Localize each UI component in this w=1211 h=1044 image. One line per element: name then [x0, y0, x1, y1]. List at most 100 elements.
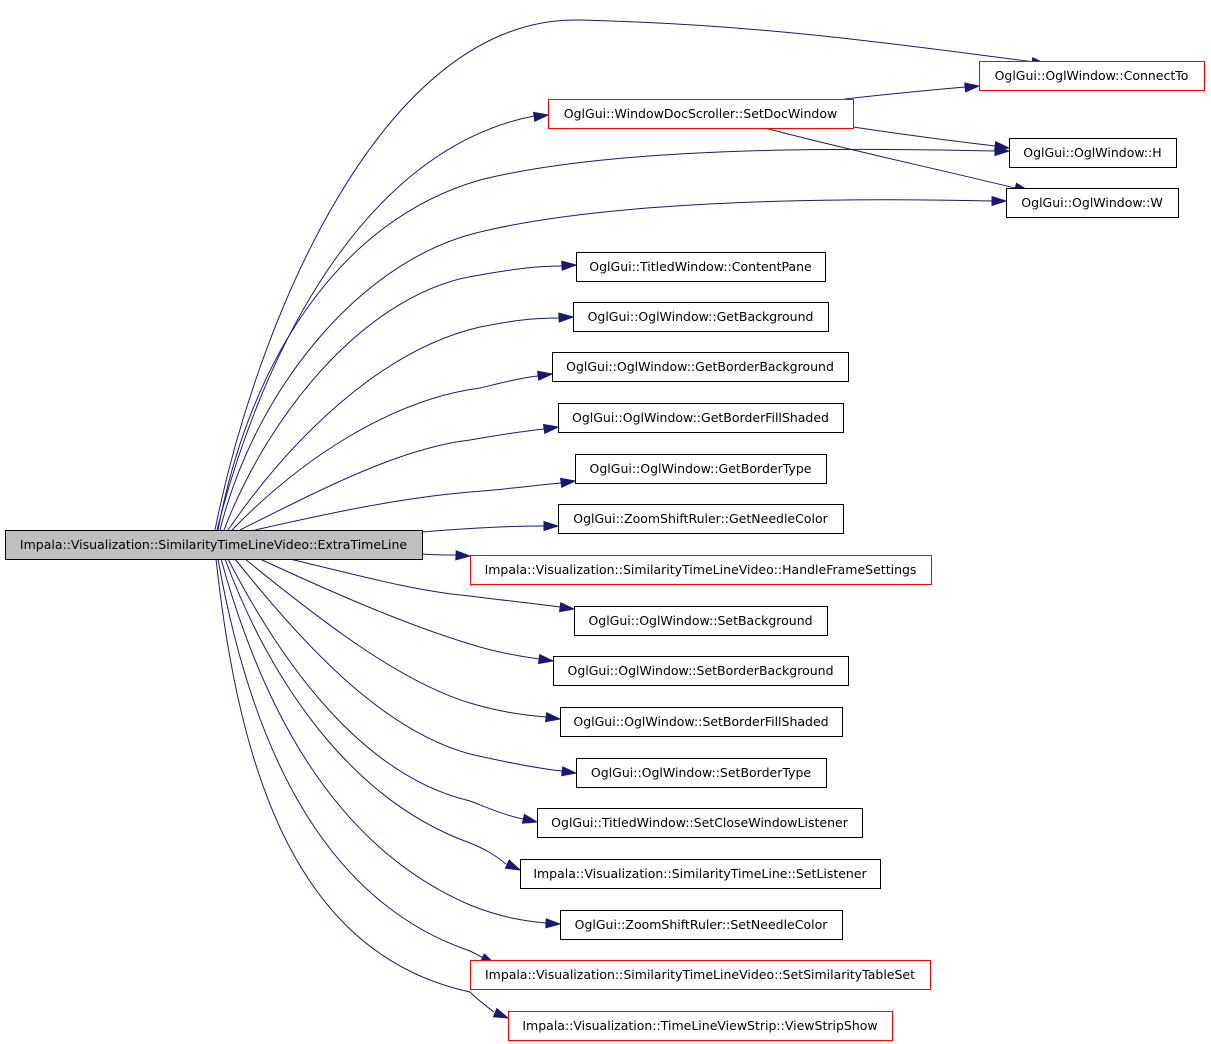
node-box[interactable]: [1009, 138, 1177, 168]
node-box[interactable]: [576, 758, 827, 788]
edge-line: [852, 126, 996, 147]
edge-root-to-setdocwindow: [216, 111, 550, 531]
node-setlistener[interactable]: Impala::Visualization::SimilarityTimeLin…: [520, 859, 881, 889]
edge-root-to-setneedlecolor: [220, 558, 562, 929]
edge-line: [421, 525, 545, 533]
edge-arrowhead: [521, 813, 539, 824]
node-viewstripshow[interactable]: Impala::Visualization::TimeLineViewStrip…: [508, 1011, 893, 1041]
edge-arrowhead: [559, 477, 577, 489]
node-box[interactable]: [560, 910, 843, 940]
edge-arrowhead: [504, 859, 522, 871]
node-box[interactable]: [537, 808, 863, 838]
node-label: OglGui::OglWindow::ConnectTo: [995, 68, 1189, 83]
node-box[interactable]: [552, 352, 849, 382]
node-box[interactable]: [558, 504, 844, 534]
edge-arrowhead: [545, 918, 562, 929]
node-label: OglGui::OglWindow::SetBorderBackground: [567, 663, 833, 678]
node-label: Impala::Visualization::TimeLineViewStrip…: [522, 1018, 877, 1033]
node-connectto[interactable]: OglGui::OglWindow::ConnectTo: [979, 61, 1205, 91]
node-setclosewindowlistener[interactable]: OglGui::TitledWindow::SetCloseWindowList…: [537, 808, 863, 838]
edge-setdocwindow-to-h: [852, 126, 1011, 152]
node-setborderfillshaded[interactable]: OglGui::OglWindow::SetBorderFillShaded: [560, 707, 843, 737]
node-label: OglGui::OglWindow::SetBackground: [588, 613, 812, 628]
node-root[interactable]: Impala::Visualization::SimilarityTimeLin…: [5, 530, 423, 560]
node-box[interactable]: [979, 61, 1205, 91]
node-box[interactable]: [553, 656, 849, 686]
edge-root-to-setlistener: [224, 558, 522, 871]
node-box[interactable]: [558, 403, 844, 433]
edge-line: [421, 553, 457, 556]
edge-root-to-contentpane: [223, 260, 578, 531]
node-label: OglGui::OglWindow::GetBorderType: [590, 461, 812, 476]
node-h[interactable]: OglGui::OglWindow::H: [1009, 138, 1177, 168]
edge-setdocwindow-to-w: [764, 127, 1031, 193]
edge-line: [217, 148, 996, 531]
node-getbackground[interactable]: OglGui::OglWindow::GetBackground: [573, 302, 829, 332]
edge-root-to-viewstripshow: [215, 558, 510, 1019]
node-box[interactable]: [548, 99, 854, 129]
node-setsimilaritytableset[interactable]: Impala::Visualization::SimilarityTimeLin…: [470, 960, 931, 990]
edge-root-to-getborderfillshaded: [239, 423, 560, 531]
node-getbordertype[interactable]: OglGui::OglWindow::GetBorderType: [575, 454, 827, 484]
edge-root-to-getneedlecolor: [421, 520, 560, 533]
node-box[interactable]: [470, 960, 931, 990]
edge-arrowhead: [455, 550, 472, 561]
edge-root-to-w: [219, 195, 1008, 531]
node-setborderbackground[interactable]: OglGui::OglWindow::SetBorderBackground: [553, 656, 849, 686]
node-label: OglGui::OglWindow::SetBorderType: [591, 765, 811, 780]
node-box[interactable]: [573, 302, 829, 332]
edge-line: [219, 199, 993, 531]
node-box[interactable]: [574, 606, 828, 636]
edge-line: [231, 375, 539, 531]
node-label: Impala::Visualization::SimilarityTimeLin…: [485, 562, 917, 577]
edge-arrowhead: [544, 711, 562, 723]
node-label: OglGui::OglWindow::SetBorderFillShaded: [573, 714, 828, 729]
node-label: OglGui::OglWindow::W: [1021, 195, 1162, 210]
edge-arrowhead: [561, 766, 578, 777]
node-box[interactable]: [560, 707, 843, 737]
edge-line: [289, 558, 561, 608]
node-label: Impala::Visualization::SimilarityTimeLin…: [533, 866, 867, 881]
node-label: OglGui::OglWindow::GetBorderBackground: [566, 359, 834, 374]
edge-line: [259, 558, 540, 660]
edge-arrowhead: [964, 82, 981, 93]
edge-arrowhead: [991, 195, 1008, 207]
edge-line: [844, 86, 966, 100]
edge-line: [217, 558, 491, 963]
edge-arrowhead: [558, 312, 575, 323]
node-getborderfillshaded[interactable]: OglGui::OglWindow::GetBorderFillShaded: [558, 403, 844, 433]
node-contentpane[interactable]: OglGui::TitledWindow::ContentPane: [576, 252, 826, 282]
node-box[interactable]: [508, 1011, 893, 1041]
node-label: OglGui::ZoomShiftRuler::GetNeedleColor: [573, 511, 828, 526]
node-setbackground[interactable]: OglGui::OglWindow::SetBackground: [574, 606, 828, 636]
edge-line: [220, 558, 547, 924]
edge-arrowhead: [492, 1007, 510, 1019]
edges-layer: [214, 19, 1048, 1019]
node-label: Impala::Visualization::SimilarityTimeLin…: [20, 537, 408, 552]
edge-root-to-getbackground: [227, 312, 575, 531]
edge-arrowhead: [543, 520, 560, 532]
node-box[interactable]: [5, 530, 423, 560]
node-label: Impala::Visualization::SimilarityTimeLin…: [485, 967, 915, 982]
edge-root-to-setborderfillshaded: [244, 558, 562, 723]
node-box[interactable]: [576, 252, 826, 282]
node-w[interactable]: OglGui::OglWindow::W: [1006, 188, 1179, 218]
node-box[interactable]: [1006, 188, 1179, 218]
node-setbordertype[interactable]: OglGui::OglWindow::SetBorderType: [576, 758, 827, 788]
edge-root-to-setbackground: [289, 558, 576, 613]
edge-arrowhead: [561, 260, 578, 271]
node-getborderbackground[interactable]: OglGui::OglWindow::GetBorderBackground: [552, 352, 849, 382]
node-label: OglGui::OglWindow::H: [1023, 145, 1161, 160]
node-setneedlecolor[interactable]: OglGui::ZoomShiftRuler::SetNeedleColor: [560, 910, 843, 940]
edge-line: [227, 558, 524, 820]
node-handleframesettings[interactable]: Impala::Visualization::SimilarityTimeLin…: [470, 555, 932, 585]
node-label: OglGui::OglWindow::GetBackground: [588, 309, 814, 324]
node-box[interactable]: [520, 859, 881, 889]
edge-setdocwindow-to-connectto: [844, 82, 981, 100]
node-getneedlecolor[interactable]: OglGui::ZoomShiftRuler::GetNeedleColor: [558, 504, 844, 534]
edge-root-to-handleframesettings: [421, 550, 472, 561]
node-setdocwindow[interactable]: OglGui::WindowDocScroller::SetDocWindow: [548, 99, 854, 129]
node-box[interactable]: [575, 454, 827, 484]
node-box[interactable]: [470, 555, 932, 585]
